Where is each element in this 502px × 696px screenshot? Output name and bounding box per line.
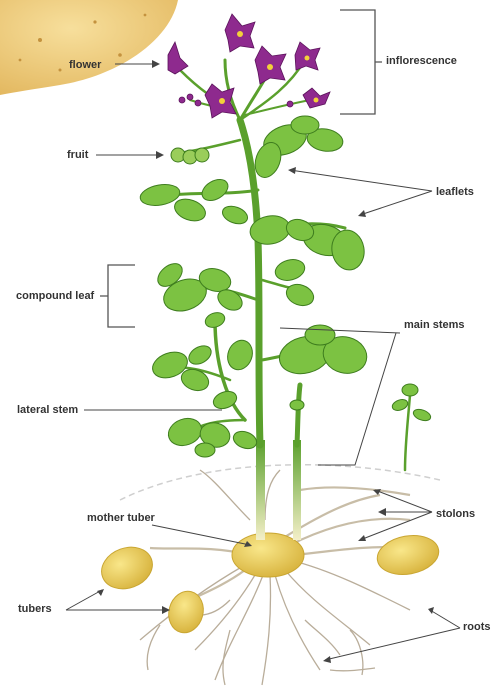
label-stolons: stolons — [436, 508, 475, 520]
compound-leaf-bracket — [100, 265, 135, 327]
label-inflorescence: inflorescence — [386, 55, 457, 67]
label-roots: roots — [463, 621, 491, 633]
roots-group — [140, 470, 410, 685]
label-mother-tuber: mother tuber — [87, 512, 155, 524]
main-stem-base — [256, 440, 265, 540]
second-stem-base — [293, 440, 301, 540]
tuber-left — [96, 540, 159, 595]
tuber-right — [374, 531, 442, 579]
label-main-stems: main stems — [404, 319, 465, 331]
inflorescence-bracket — [340, 10, 382, 114]
label-lateral-stem: lateral stem — [17, 404, 78, 416]
corner-potato-image — [0, 0, 178, 95]
tubers-group — [96, 531, 442, 637]
fruit-group — [171, 148, 209, 164]
label-fruit: fruit — [67, 149, 88, 161]
label-flower: flower — [69, 59, 101, 71]
label-compound-leaf: compound leaf — [16, 290, 94, 302]
label-tubers: tubers — [18, 603, 52, 615]
label-leaflets: leaflets — [436, 186, 474, 198]
